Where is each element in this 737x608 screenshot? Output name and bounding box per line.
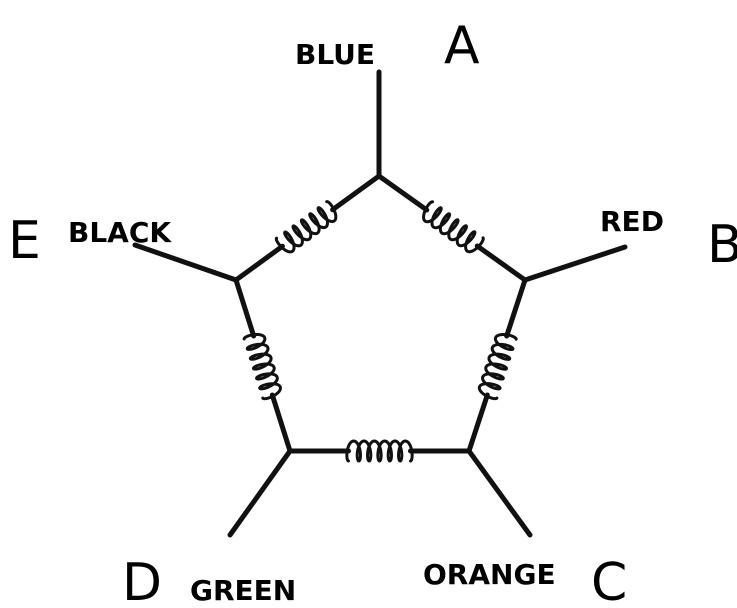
side-bc-wire-end <box>466 392 490 454</box>
side-bc-coil <box>477 333 518 401</box>
side-ab-wire-end <box>474 243 528 283</box>
terminal-c-letter-label: C <box>591 553 627 608</box>
terminal-e-color-label: BLACK <box>68 216 172 249</box>
terminal-d-color-label: GREEN <box>190 574 296 607</box>
terminal-b-letter-label: B <box>707 215 737 275</box>
terminal-a-letter-label: A <box>444 16 480 76</box>
side-ea-wire-start <box>233 243 285 283</box>
coil-side-a-b <box>376 173 528 283</box>
coil-side-c-d <box>287 439 472 463</box>
terminal-c-color-label: ORANGE <box>423 558 556 591</box>
lead-b <box>522 244 628 283</box>
lead-d <box>227 448 293 538</box>
lead-c <box>466 448 533 538</box>
lead-e <box>132 242 239 283</box>
terminal-d-letter-label: D <box>122 553 162 608</box>
side-bc-wire-start <box>504 277 528 339</box>
coil-side-b-c <box>466 277 528 454</box>
coil-side-e-a <box>233 173 382 283</box>
side-ab-coil <box>422 200 485 254</box>
side-ea-coil <box>274 200 338 254</box>
side-cd-coil <box>345 439 414 463</box>
side-de-coil <box>242 332 282 401</box>
side-de-wire-end <box>233 277 257 339</box>
coil-side-d-e <box>233 277 293 454</box>
side-ab-wire-start <box>376 173 430 213</box>
side-de-wire-start <box>269 392 293 454</box>
terminal-a-color-label: BLUE <box>295 38 375 71</box>
terminal-b-color-label: RED <box>600 205 664 238</box>
terminal-e-letter-label: E <box>8 211 41 271</box>
side-ea-wire-end <box>330 173 382 213</box>
